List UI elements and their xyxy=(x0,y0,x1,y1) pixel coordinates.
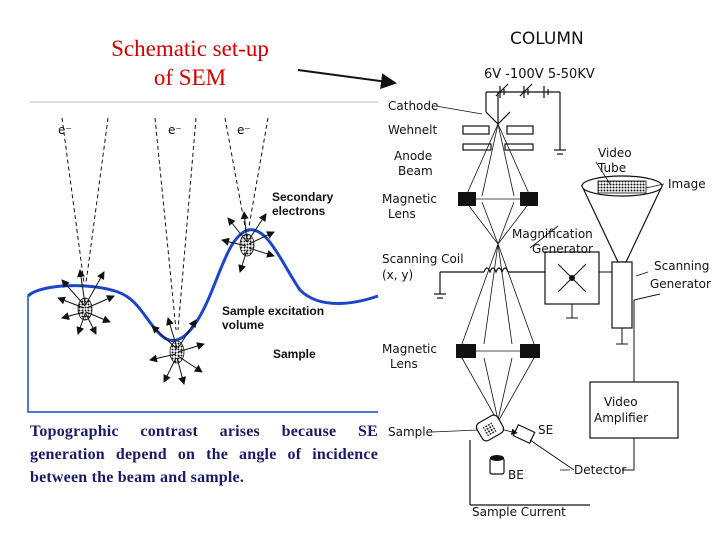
power-supply xyxy=(485,83,566,155)
title-line-2: of SEM xyxy=(153,65,227,90)
detector-label: Detector xyxy=(574,463,626,477)
magnetic-lens-1 xyxy=(458,192,538,206)
electron-label-1: e⁻ xyxy=(58,123,72,137)
video-amp-label-1: Video xyxy=(604,395,638,409)
sample-surface xyxy=(26,228,379,342)
magnetic-lens-2 xyxy=(456,344,540,358)
magnification-label-2: Generator xyxy=(532,242,593,256)
secondary-electrons-label-1: Secondary xyxy=(272,190,334,204)
excitation-volume-label-2: volume xyxy=(222,318,264,332)
video-tube-label-1: Video xyxy=(598,146,632,160)
title-line-1: Schematic set-up xyxy=(111,36,269,61)
magnification-label-1: Magnification xyxy=(512,227,593,241)
se-label: SE xyxy=(538,423,553,437)
sem-column-schematic: COLUMN 6V -100V 5-50KV Cathode Wehnelt xyxy=(382,29,711,519)
sample-stage xyxy=(469,414,590,506)
video-amplifier xyxy=(589,293,679,471)
scanning-generator-label-1: Scanning xyxy=(654,259,709,273)
scanning-generator-pointer xyxy=(635,271,649,277)
electron-label-2: e⁻ xyxy=(168,123,182,137)
video-tube-crt xyxy=(581,161,665,345)
image-screen xyxy=(597,180,647,194)
video-tube-label-2: Tube xyxy=(597,161,626,175)
voltage-labels: 6V -100V 5-50KV xyxy=(484,67,595,82)
slide-title: Schematic set-up of SEM xyxy=(60,34,320,92)
magnetic-lens-1-label-2: Lens xyxy=(388,207,416,221)
wehnelt-label: Wehnelt xyxy=(388,123,437,137)
magnetic-lens-2-label-2: Lens xyxy=(390,357,418,371)
be-label: BE xyxy=(508,468,524,482)
image-label: Image xyxy=(668,177,706,191)
sample-pointer xyxy=(431,429,479,433)
be-detector xyxy=(489,455,505,475)
incident-beams xyxy=(61,117,269,331)
title-pointer-arrow xyxy=(297,69,397,90)
wehnelt-cylinder xyxy=(462,125,534,135)
scanning-generator-label-2: Generator xyxy=(650,277,711,291)
beam-label: Beam xyxy=(398,164,433,178)
sample-label-column: Sample xyxy=(388,425,433,439)
video-amp-label-2: Amplifier xyxy=(594,411,648,425)
column-heading: COLUMN xyxy=(510,29,584,49)
secondary-electron-arrows xyxy=(57,211,275,385)
sample-current-label: Sample Current xyxy=(472,505,566,519)
excitation-volume-label-1: Sample excitation xyxy=(222,304,324,318)
caption-text: Topographic contrast arises because SE g… xyxy=(30,423,378,486)
sample-boundary xyxy=(27,296,378,413)
anode-plate xyxy=(462,143,534,151)
electron-label-3: e⁻ xyxy=(237,123,251,137)
magnetic-lens-2-label-1: Magnetic xyxy=(382,342,437,356)
magnetic-lens-1-label-1: Magnetic xyxy=(382,192,437,206)
magnification-generator xyxy=(529,225,617,319)
secondary-electrons-label-2: electrons xyxy=(272,204,326,218)
topography-panel: e⁻ e⁻ e⁻ xyxy=(26,101,379,413)
anode-label: Anode xyxy=(394,149,432,163)
scanning-coil xyxy=(434,267,545,299)
scanning-coil-label-2: (x, y) xyxy=(382,268,413,282)
se-detector xyxy=(503,423,575,471)
excitation-volume-1 xyxy=(77,297,93,321)
sample-label-left: Sample xyxy=(273,347,316,361)
cathode-label: Cathode xyxy=(388,99,438,113)
scanning-coil-label-1: Scanning Coil xyxy=(382,252,464,266)
electron-beam-rays xyxy=(461,123,535,421)
cathode-pointer xyxy=(435,105,483,115)
